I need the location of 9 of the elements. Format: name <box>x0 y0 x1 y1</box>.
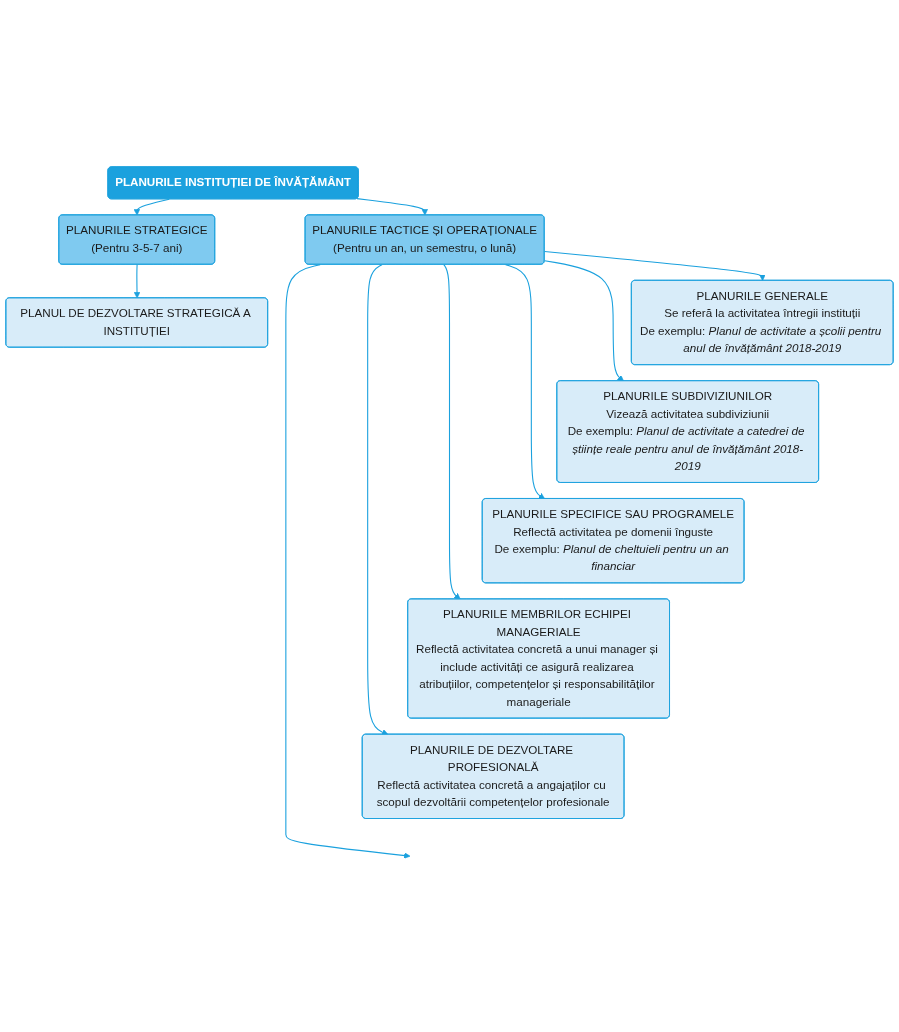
arrow <box>505 264 545 500</box>
arrow <box>133 264 141 299</box>
arrow <box>367 264 389 736</box>
arrow <box>544 251 766 281</box>
arrow <box>443 264 461 600</box>
arrow <box>133 198 170 216</box>
arrow <box>544 260 624 382</box>
arrow <box>356 198 428 216</box>
arrow <box>285 264 411 859</box>
